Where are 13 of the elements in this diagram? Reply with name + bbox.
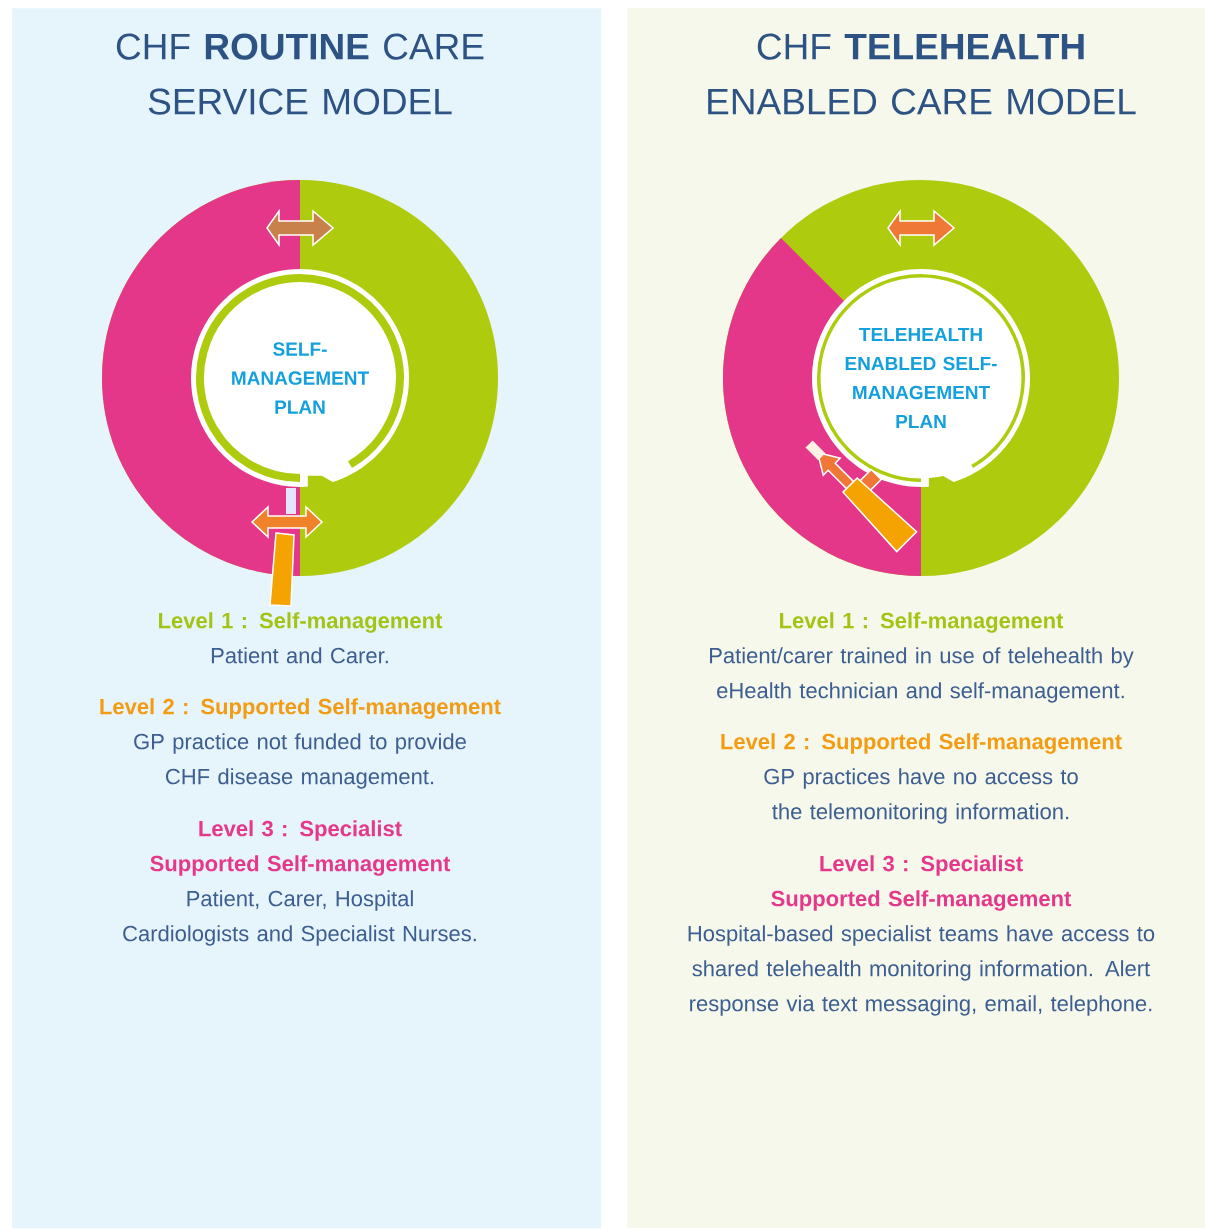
level-heading: Level 3 : Specialist Supported Self-management	[150, 820, 451, 876]
level-description: Patient and Carer.	[211, 647, 388, 664]
level-description: Patient, Carer, Hospital Cardiologists and Specialist Nurses.	[123, 890, 476, 946]
level-heading: Level 1 : Self-management	[780, 612, 1064, 633]
level-heading: Level 1 : Self-management	[159, 612, 443, 633]
level-description: Hospital-based specialist teams have access to shared telehealth monitoring information. Alert response via text messaging, email, telephone.	[688, 925, 1155, 1016]
level-description: GP practice not funded to provide CHF disease management.	[134, 733, 466, 789]
level-heading: Level 2 : Supported Self-management	[721, 733, 1122, 754]
level-heading: Level 3 : Specialist Supported Self-management	[771, 855, 1072, 911]
plan-circle: SELF-MANAGEMENT PLAN	[208, 286, 392, 470]
level-description: GP practices have no access to the telemonitoring information.	[764, 768, 1078, 824]
level-description: Patient/carer trained in use of telehealth by eHealth technician and self-management.	[710, 647, 1134, 703]
level-heading: Level 2 : Supported Self-management	[100, 698, 501, 719]
